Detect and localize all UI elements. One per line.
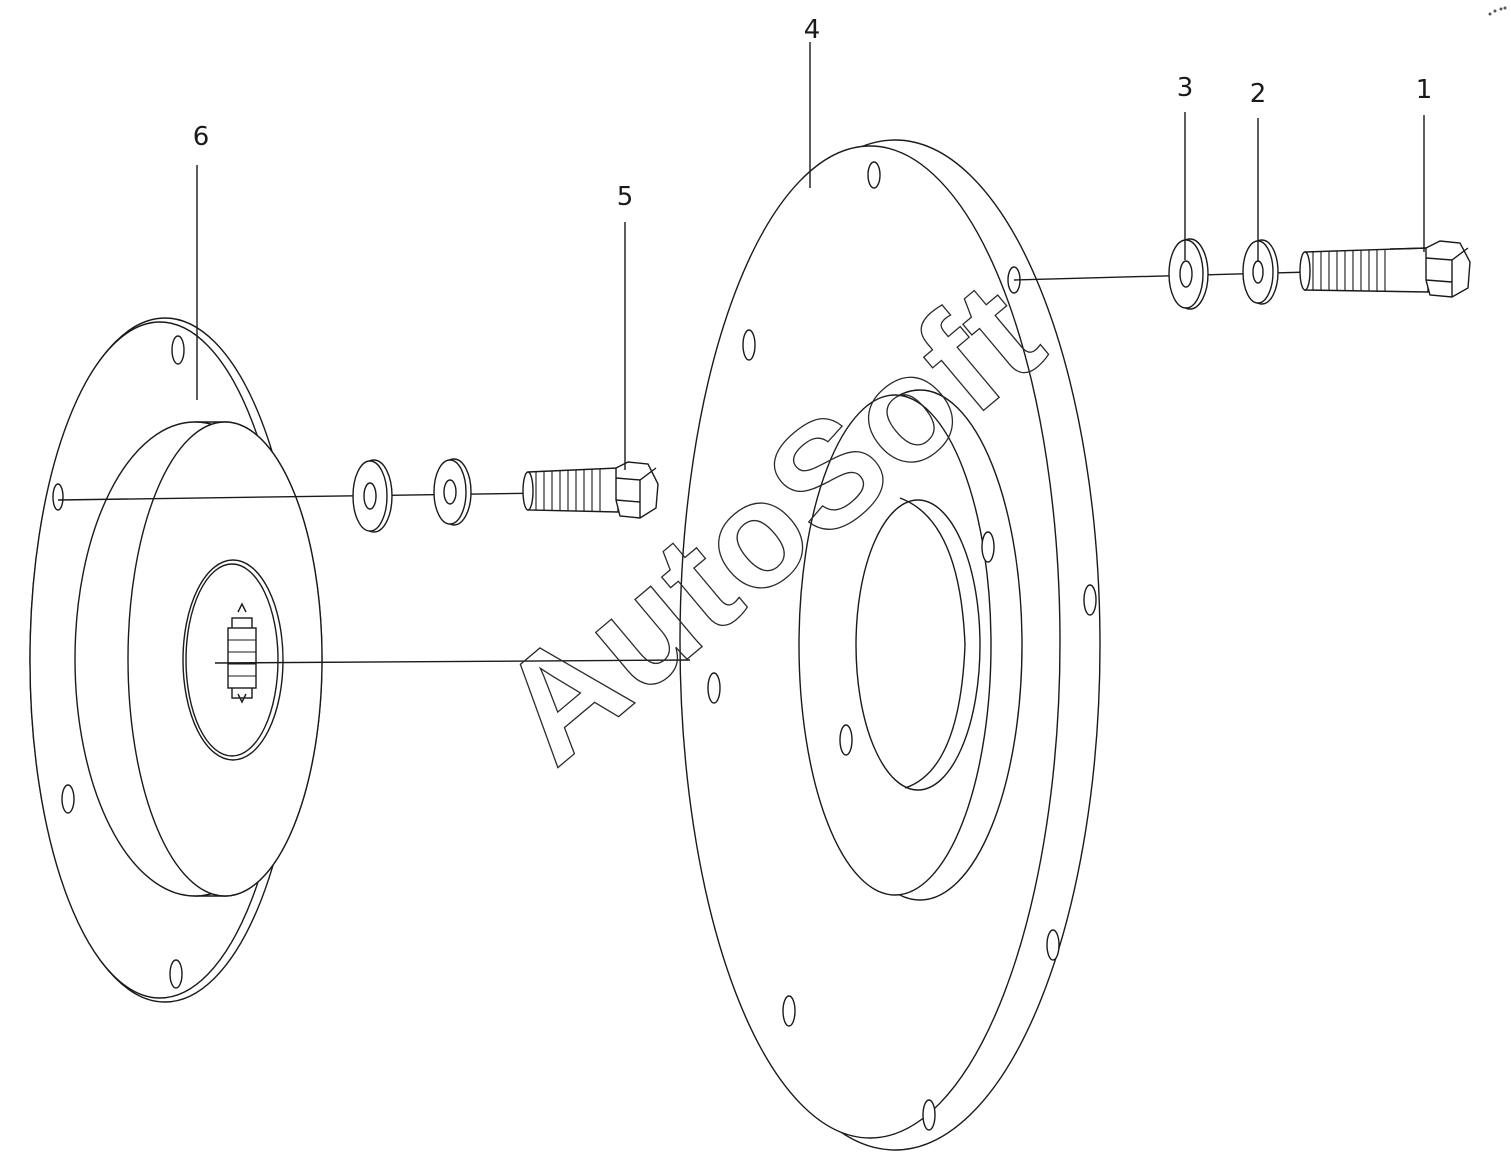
part-1-bolt[interactable]: [1299, 240, 1471, 298]
part-5-bolt-set[interactable]: [352, 458, 659, 533]
spline-shaft: [227, 602, 257, 704]
leader-lines: [196, 42, 1425, 470]
callout-5: 5: [617, 182, 634, 212]
washer-left-2: [433, 458, 472, 526]
callout-labels: 1 2 3 4 5 6: [193, 15, 1433, 212]
corner-mark: [1488, 6, 1507, 16]
callout-3: 3: [1177, 73, 1194, 103]
callout-4: 4: [804, 15, 821, 45]
callout-2: 2: [1250, 79, 1267, 109]
part-4-flange-plate[interactable]: [679, 139, 1101, 1151]
part-6-coupling-disc[interactable]: [29, 317, 323, 1003]
part-6-bolt-holes: [52, 335, 185, 989]
callout-1: 1: [1416, 75, 1433, 105]
callout-6: 6: [193, 122, 210, 152]
bolt-5: [522, 461, 659, 519]
washer-left-1: [352, 459, 393, 533]
part-4-bolt-holes: [707, 161, 1097, 1131]
part-3-washer[interactable]: [1168, 238, 1209, 310]
part-2-washer[interactable]: [1242, 239, 1279, 305]
